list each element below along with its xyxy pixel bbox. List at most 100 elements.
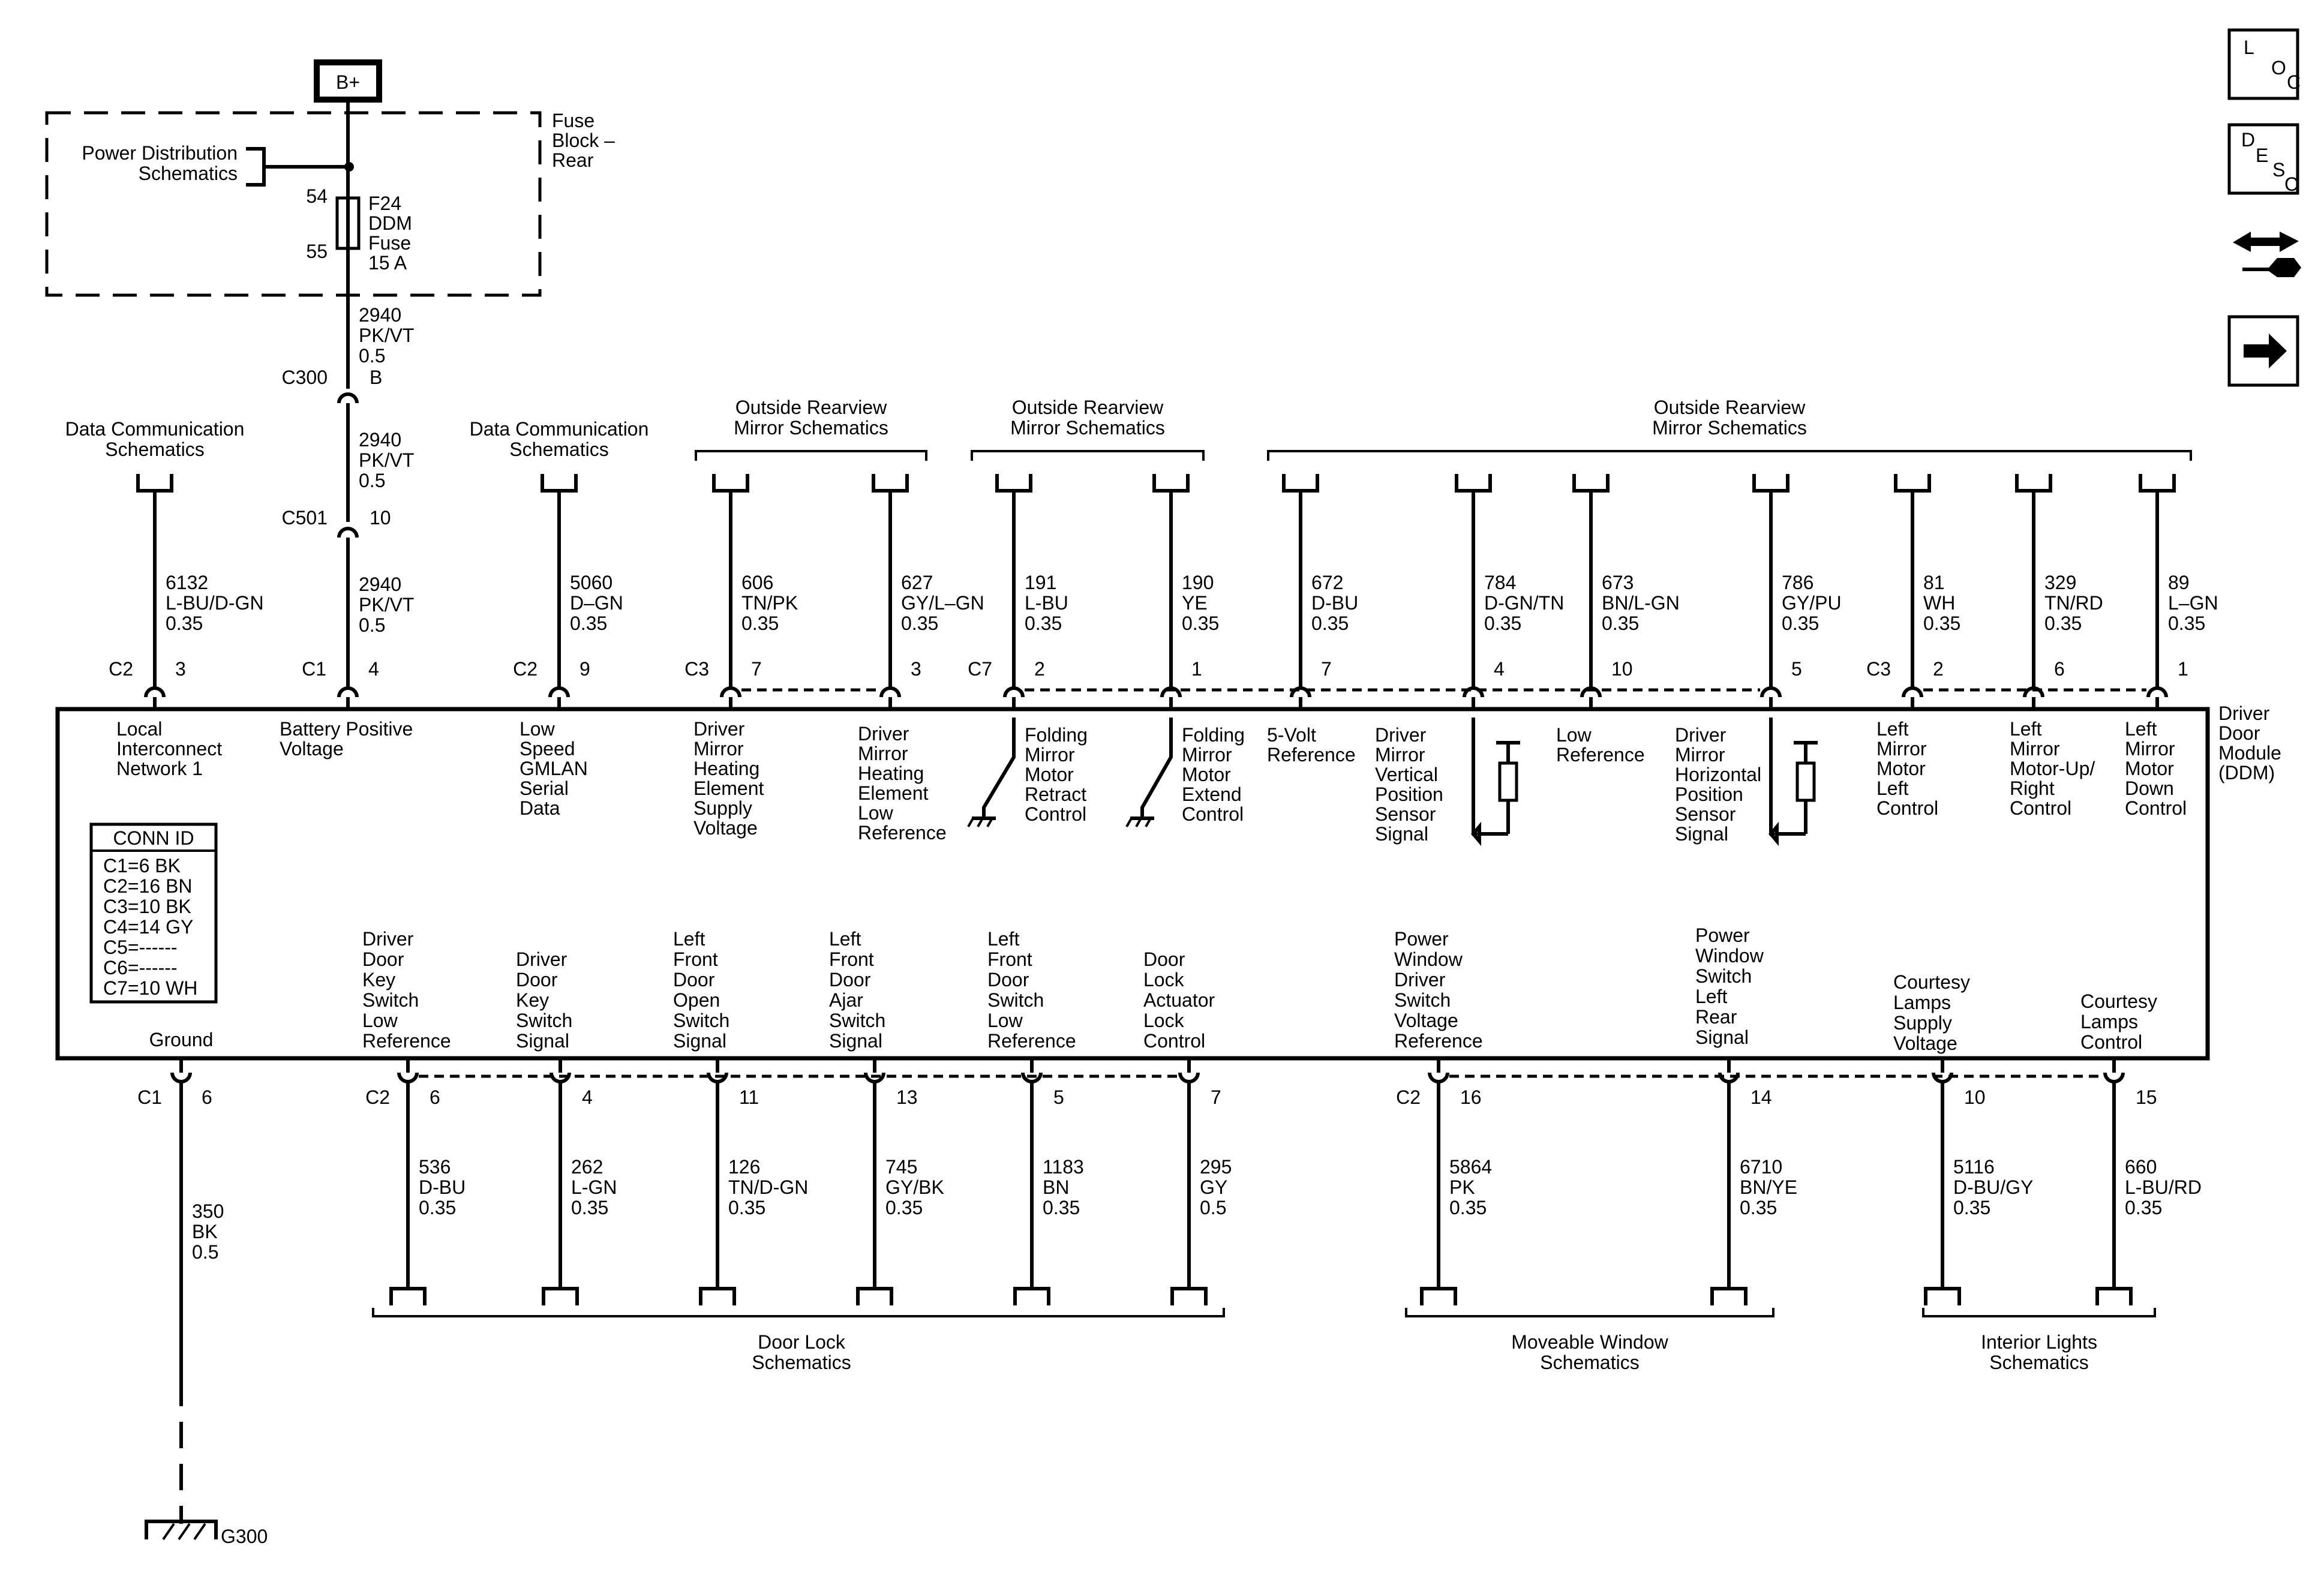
pin-function: Network 1 bbox=[116, 758, 203, 779]
pin-function: Down bbox=[2125, 778, 2174, 799]
pin-function: Switch bbox=[829, 1010, 885, 1031]
pin-function: Driver bbox=[1375, 724, 1427, 746]
pin-function: Front bbox=[673, 948, 718, 970]
group-label: Outside Rearview bbox=[735, 397, 887, 418]
pin-function: Switch bbox=[987, 989, 1044, 1011]
wire-label: 0.35 bbox=[1182, 613, 1219, 634]
pin-function: Power bbox=[1695, 924, 1750, 946]
wire-label: PK bbox=[1449, 1176, 1475, 1198]
terminal-block bbox=[1170, 1287, 1208, 1305]
group-bracket bbox=[1922, 1308, 2156, 1317]
pin-function: Left bbox=[1695, 986, 1727, 1007]
pin-function: Vertical bbox=[1375, 764, 1438, 785]
wire-label: 672 bbox=[1311, 572, 1343, 593]
pin-function: Low bbox=[520, 718, 556, 740]
group-label: Moveable Window bbox=[1511, 1331, 1668, 1353]
pin-number: 6 bbox=[202, 1086, 212, 1108]
pin-function: Rear bbox=[1695, 1006, 1737, 1028]
fuse-label: DDM bbox=[368, 212, 412, 234]
pin-function: Power bbox=[1394, 928, 1449, 950]
wire-label: 5060 bbox=[570, 572, 612, 593]
wire-label: 673 bbox=[1602, 572, 1634, 593]
pin-function: Low bbox=[1556, 724, 1592, 746]
wire-label: 2940 bbox=[359, 574, 401, 595]
wire-label: 6710 bbox=[1740, 1156, 1782, 1178]
switch-contact bbox=[1140, 718, 1173, 818]
terminal-block bbox=[856, 1287, 893, 1305]
pin-function: Motor bbox=[1876, 758, 1926, 779]
terminal-block bbox=[1152, 474, 1190, 493]
wire-label: WH bbox=[1923, 592, 1955, 614]
ground-function: Ground bbox=[149, 1029, 214, 1050]
pin-function: Motor bbox=[1182, 764, 1231, 785]
wire-label: 0.35 bbox=[1484, 613, 1521, 634]
pin-function: Control bbox=[1182, 803, 1244, 825]
pin-function: Folding bbox=[1025, 724, 1088, 746]
wire-label: 606 bbox=[741, 572, 773, 593]
wire-label: 81 bbox=[1923, 572, 1945, 593]
pin-function: Courtesy bbox=[2080, 990, 2157, 1012]
pin-function: Window bbox=[1695, 945, 1764, 966]
wire-label: 6132 bbox=[166, 572, 208, 593]
group-bracket bbox=[1267, 450, 2192, 461]
terminal-block bbox=[389, 1287, 427, 1305]
pin-function: Left bbox=[2010, 718, 2041, 740]
conn-id-row: C2=16 BN bbox=[103, 875, 193, 897]
terminal-block bbox=[1710, 1287, 1747, 1305]
pin-function: Heating bbox=[693, 758, 759, 779]
pin-function: Mirror bbox=[693, 738, 744, 760]
pin-function: Lamps bbox=[1893, 992, 1951, 1013]
conn-id-title: CONN ID bbox=[113, 827, 194, 849]
pin-function: Data bbox=[520, 797, 560, 819]
wire-label: BN/YE bbox=[1740, 1176, 1797, 1198]
pin-number: 5 bbox=[1791, 658, 1802, 680]
wire-label: 0.5 bbox=[359, 614, 385, 636]
wire-label: 0.35 bbox=[1953, 1197, 1990, 1218]
pin-function: Mirror bbox=[2010, 738, 2060, 760]
pin-number: 11 bbox=[739, 1086, 759, 1108]
pin-number: 7 bbox=[751, 658, 762, 680]
pin-number: 4 bbox=[1494, 658, 1505, 680]
fuse-label: 15 A bbox=[368, 252, 407, 274]
pin-function: Control bbox=[1876, 797, 1938, 819]
pin-function: Element bbox=[858, 782, 929, 804]
group-label: Schematics bbox=[1540, 1352, 1639, 1373]
wire-label: BN/L-GN bbox=[1602, 592, 1680, 614]
wire-label: PK/VT bbox=[359, 594, 414, 616]
pin-function: Front bbox=[987, 948, 1032, 970]
wire-label: 0.5 bbox=[192, 1241, 218, 1263]
pin-function: Driver bbox=[693, 718, 745, 740]
ground-symbol bbox=[145, 1520, 218, 1539]
arrow-glyph bbox=[2244, 334, 2287, 368]
resistor bbox=[1795, 761, 1816, 802]
connector-label: C2 bbox=[1396, 1086, 1421, 1108]
terminal-block bbox=[2015, 474, 2052, 493]
pin-function: Motor-Up/ bbox=[2010, 758, 2095, 779]
group-label: Door Lock bbox=[758, 1331, 846, 1353]
power-distribution-label: Schematics bbox=[139, 163, 238, 184]
pin-function: Driver bbox=[516, 948, 568, 970]
pin-function: Mirror bbox=[1675, 744, 1725, 766]
pin-function: Signal bbox=[1375, 823, 1428, 845]
pin-function: Switch bbox=[516, 1010, 572, 1031]
terminal-block bbox=[1420, 1287, 1457, 1305]
pin-function: Door bbox=[516, 969, 558, 990]
pin-function: Signal bbox=[829, 1030, 882, 1052]
icon-letter: D bbox=[2241, 129, 2255, 151]
fuse-block-label: Block – bbox=[552, 130, 615, 151]
pin-function: Driver bbox=[1394, 969, 1446, 990]
pin-function: Mirror bbox=[858, 743, 908, 764]
ground-hatch bbox=[1145, 818, 1152, 827]
pin-function: Mirror bbox=[1375, 744, 1425, 766]
terminal-block bbox=[995, 474, 1032, 493]
pin-function: Lamps bbox=[2080, 1011, 2138, 1032]
ground-hatch bbox=[1135, 818, 1142, 827]
wire-label: D-BU/GY bbox=[1953, 1176, 2033, 1198]
pin-function: Signal bbox=[516, 1030, 569, 1052]
wire-label: 786 bbox=[1782, 572, 1813, 593]
switch-contact bbox=[982, 718, 1016, 818]
pin-function: Control bbox=[2125, 797, 2187, 819]
pin-function: GMLAN bbox=[520, 758, 588, 779]
connector-label: C1 bbox=[137, 1086, 162, 1108]
